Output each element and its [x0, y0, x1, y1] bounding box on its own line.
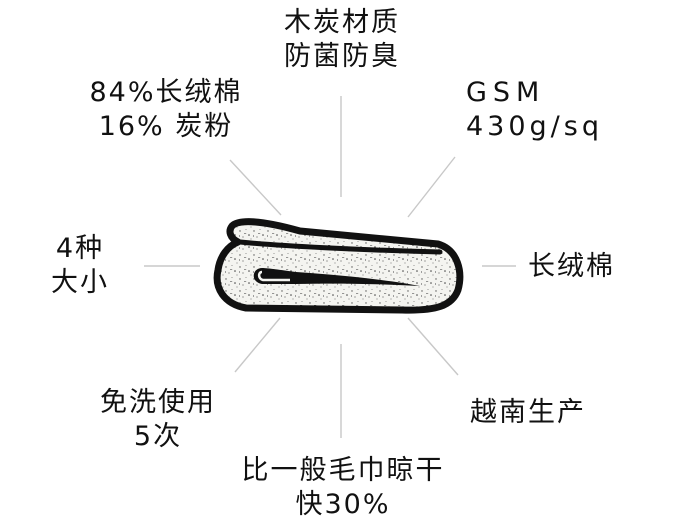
feature-charcoal-line-1: 木炭材质: [262, 6, 422, 40]
ray-bottom-left: [235, 318, 280, 372]
feature-wash-free: 免洗使用 5次: [88, 386, 228, 454]
feature-dry-fast-line-2: 快30%: [203, 488, 483, 522]
feature-sizes-line-1: 4种: [40, 232, 120, 266]
feature-dry-fast: 比一般毛巾晾干 快30%: [203, 454, 483, 522]
feature-composition-line-2: 16% 炭粉: [66, 110, 266, 144]
feature-wash-free-line-2: 5次: [88, 420, 228, 454]
ray-bottom-right: [408, 318, 458, 375]
feature-wash-free-line-1: 免洗使用: [88, 386, 228, 420]
rolled-towel-icon: [217, 222, 460, 310]
feature-composition-line-1: 84%长绒棉: [66, 76, 266, 110]
feature-made-in-vietnam: 越南生产: [470, 396, 630, 430]
ray-top-right: [408, 157, 455, 217]
feature-made-in-vietnam-line-1: 越南生产: [470, 396, 630, 430]
feature-gsm-line-1: GSM: [466, 76, 636, 110]
feature-gsm: GSM 430g/sq: [466, 76, 636, 144]
feature-sizes-line-2: 大小: [40, 266, 120, 300]
feature-dry-fast-line-1: 比一般毛巾晾干: [203, 454, 483, 488]
feature-gsm-line-2: 430g/sq: [466, 110, 636, 144]
feature-composition: 84%长绒棉 16% 炭粉: [66, 76, 266, 144]
feature-long-staple-line-1: 长绒棉: [528, 250, 648, 284]
feature-sizes: 4种 大小: [40, 232, 120, 300]
feature-charcoal: 木炭材质 防菌防臭: [262, 6, 422, 74]
ray-top-left: [230, 160, 281, 215]
feature-charcoal-line-2: 防菌防臭: [262, 40, 422, 74]
feature-long-staple: 长绒棉: [528, 250, 648, 284]
